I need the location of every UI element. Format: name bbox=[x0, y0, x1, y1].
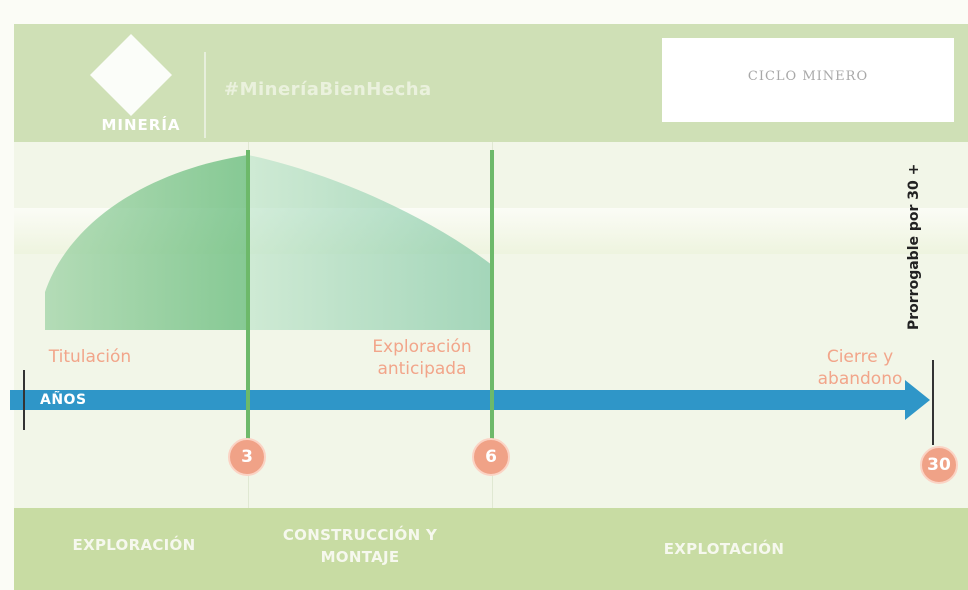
logo-text: MINERÍA bbox=[101, 116, 181, 134]
title-box: CICLO MINERO bbox=[662, 38, 954, 122]
exploration-hill bbox=[45, 155, 248, 330]
marker-line-3 bbox=[246, 150, 250, 450]
stage-footer: EXPLORACIÓN CONSTRUCCIÓN Y MONTAJE EXPLO… bbox=[14, 508, 968, 590]
axis-label: AÑOS bbox=[40, 392, 87, 408]
construction-hill bbox=[248, 155, 492, 330]
phase-cierre-line2: abandono bbox=[817, 369, 903, 389]
header-divider bbox=[204, 52, 206, 138]
phase-titulacion: Titulación bbox=[48, 347, 132, 367]
extension-note: Prorrogable por 30 + bbox=[906, 163, 922, 330]
phase-exploracion-line1: Exploración bbox=[372, 337, 472, 357]
stage-construccion-line1: CONSTRUCCIÓN Y bbox=[282, 526, 438, 544]
phase-exploracion-anticipada: Exploración anticipada bbox=[352, 336, 492, 380]
stage-construccion: CONSTRUCCIÓN Y MONTAJE bbox=[250, 524, 470, 568]
stage-exploracion: EXPLORACIÓN bbox=[72, 536, 196, 554]
phase-exploracion-line2: anticipada bbox=[377, 359, 467, 379]
stage-construccion-line2: MONTAJE bbox=[320, 548, 400, 566]
timeline-arrow bbox=[10, 380, 930, 420]
marker-line-6 bbox=[490, 150, 494, 450]
stage-explotacion: EXPLOTACIÓN bbox=[663, 540, 785, 558]
phase-cierre-abandono: Cierre y abandono bbox=[800, 346, 920, 390]
milestone-30: 30 bbox=[920, 446, 958, 484]
header-banner: MINERÍA #MineríaBienHecha CICLO MINERO bbox=[14, 24, 968, 142]
milestone-6: 6 bbox=[472, 438, 510, 476]
phase-cierre-line1: Cierre y bbox=[826, 347, 894, 367]
title-box-text: CICLO MINERO bbox=[747, 69, 869, 84]
milestone-3: 3 bbox=[228, 438, 266, 476]
hashtag-text: #MineríaBienHecha bbox=[224, 79, 432, 100]
